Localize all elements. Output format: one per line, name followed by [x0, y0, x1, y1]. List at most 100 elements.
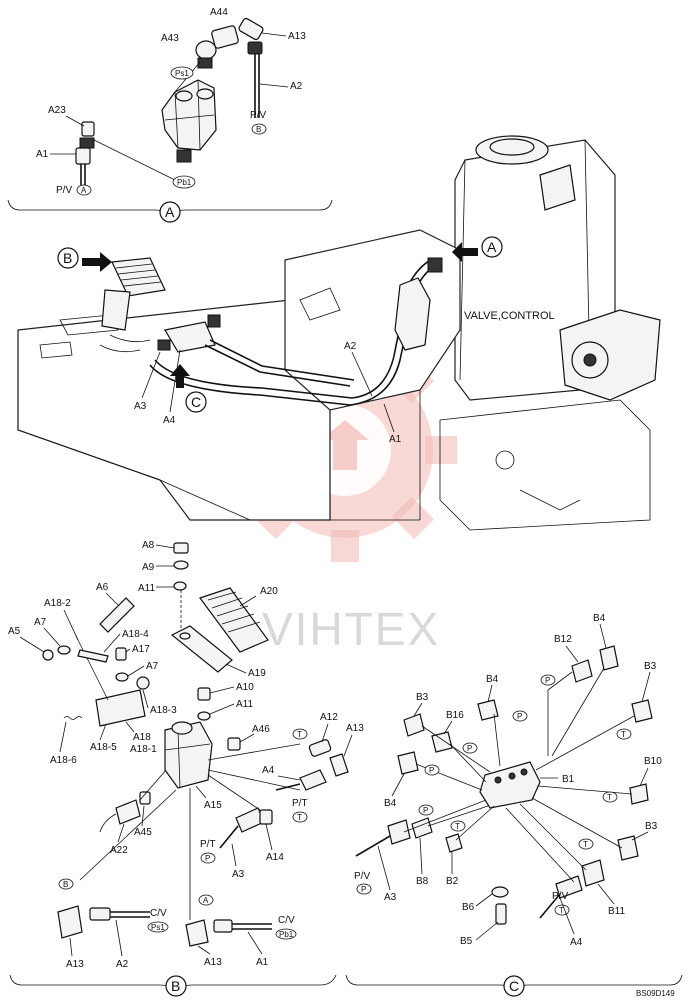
label-a7-mid: A7: [146, 661, 159, 672]
label-pb1-b: Pb1: [279, 930, 294, 939]
label-b-small: B: [256, 125, 261, 134]
drawing-code: BS09D149: [636, 989, 675, 998]
label-a10: A10: [236, 682, 254, 693]
label-a13-b2: A13: [204, 957, 222, 968]
label-t-mid: T: [297, 813, 302, 822]
label-a18-4: A18-4: [122, 629, 149, 640]
label-pv-b: P/V: [250, 110, 266, 121]
label-t-tag2: T: [559, 906, 564, 915]
label-a18-3: A18-3: [150, 705, 177, 716]
label-b4-mid: B4: [486, 674, 499, 685]
label-a18-2: A18-2: [44, 598, 71, 609]
view-c-detail: B4 B12 B3 P B3 B4 B16 P T P P B1 B10 B4 …: [345, 613, 683, 997]
main-label-a2: A2: [344, 341, 357, 352]
label-a20: A20: [260, 586, 278, 597]
label-a1-b: A1: [256, 957, 269, 968]
label-pt-low: P/T: [200, 839, 216, 850]
label-a18-1: A18-1: [130, 744, 157, 755]
label-a18-6: A18-6: [50, 755, 77, 766]
label-a19: A19: [248, 668, 266, 679]
view-c-letter: C: [509, 978, 519, 994]
label-pv-c: P/V: [354, 871, 370, 882]
label-valve-control: VALVE,CONTROL: [464, 310, 555, 322]
label-ps1: Ps1: [175, 69, 189, 78]
main-view-c-letter: C: [191, 394, 201, 410]
label-p-tag-c: P: [361, 885, 366, 894]
label-a44: A44: [210, 7, 228, 18]
label-a12: A12: [320, 712, 338, 723]
label-ps1-b: Ps1: [151, 923, 165, 932]
label-b8: B8: [416, 876, 429, 887]
label-b16: B16: [446, 710, 464, 721]
label-a14: A14: [266, 852, 284, 863]
label-t-top: T: [297, 730, 302, 739]
label-a18-5: A18-5: [90, 742, 117, 753]
label-b3-r: B3: [645, 821, 658, 832]
label-a13-top: A13: [346, 723, 364, 734]
label-a-small: A: [81, 186, 87, 195]
label-a11-top: A11: [138, 583, 155, 594]
main-label-a1: A1: [389, 434, 402, 445]
label-b12: B12: [554, 634, 572, 645]
label-a5: A5: [8, 626, 21, 637]
view-a-letter: A: [165, 204, 175, 220]
main-label-a4: A4: [163, 415, 176, 426]
label-t-low2: T: [583, 840, 588, 849]
label-cv-2: C/V: [278, 915, 295, 926]
label-a2: A2: [290, 81, 303, 92]
label-a4-c: A4: [570, 937, 583, 948]
label-a9: A9: [142, 562, 155, 573]
arrow-c-icon: [170, 364, 190, 388]
label-p-low: P: [205, 854, 210, 863]
label-t-r2: T: [607, 793, 612, 802]
label-a2-b: A2: [116, 959, 129, 970]
label-b10: B10: [644, 756, 662, 767]
label-b11: B11: [608, 906, 625, 917]
main-label-a3: A3: [134, 401, 147, 412]
label-a3-b: A3: [232, 869, 245, 880]
label-a11-mid: A11: [236, 699, 253, 710]
label-t-r1: T: [621, 730, 626, 739]
label-a23: A23: [48, 105, 66, 116]
view-b-detail: A8 A9 A11 A20 A6 A18-2 A7 A5 A18-4 A17 A…: [8, 540, 364, 997]
label-a8: A8: [142, 540, 155, 551]
label-a43: A43: [161, 33, 179, 44]
label-pv-a: P/V: [56, 185, 72, 196]
main-view-b-letter: B: [63, 250, 72, 266]
label-a45: A45: [134, 827, 152, 838]
label-a15: A15: [204, 800, 222, 811]
label-a7-top: A7: [34, 617, 47, 628]
label-a17: A17: [132, 644, 150, 655]
label-a13-b1: A13: [66, 959, 84, 970]
label-p-mid2: P: [467, 744, 472, 753]
label-a18: A18: [133, 732, 151, 743]
label-a3-c: A3: [384, 892, 397, 903]
label-b2: B2: [446, 876, 459, 887]
label-b6: B6: [462, 902, 475, 913]
label-a4-b: A4: [262, 765, 275, 776]
label-pt-mid: P/T: [292, 798, 308, 809]
label-t-low: T: [455, 822, 460, 831]
label-a46: A46: [252, 724, 270, 735]
label-b-tag: B: [63, 880, 68, 889]
label-a-tag: A: [203, 896, 209, 905]
arrow-a-icon: [452, 242, 478, 262]
label-a13: A13: [288, 31, 306, 42]
label-b1: B1: [562, 774, 575, 785]
label-b3-top: B3: [644, 661, 657, 672]
label-b4-top: B4: [593, 613, 606, 624]
watermark-text: VIHTEX: [262, 603, 440, 655]
arrow-b-icon: [82, 252, 112, 272]
main-view-a-letter: A: [487, 239, 497, 255]
label-pb1: Pb1: [177, 178, 192, 187]
main-assembly-view: B C A VALVE,CONTROL A2 A1 A3 A4: [17, 135, 661, 531]
label-p-left: P: [429, 766, 434, 775]
label-p-low-c: P: [423, 806, 428, 815]
label-b3-left: B3: [416, 692, 429, 703]
label-pv2-c: P/V: [552, 891, 568, 902]
label-p-mid: P: [517, 712, 522, 721]
label-cv-1: C/V: [150, 908, 167, 919]
label-a1: A1: [36, 149, 49, 160]
label-a22: A22: [110, 845, 128, 856]
